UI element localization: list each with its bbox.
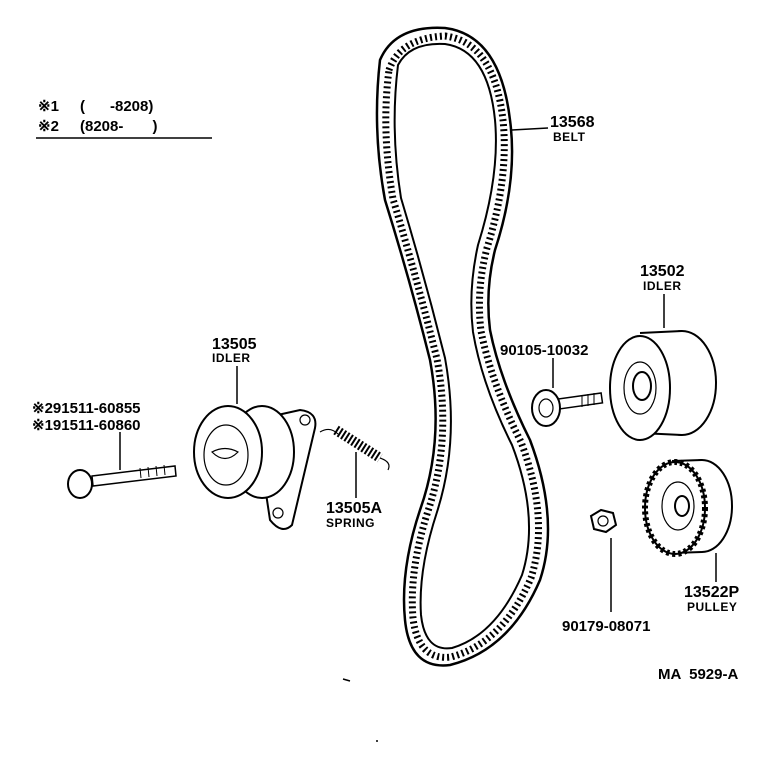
diagram-code: MA 5929-A xyxy=(658,666,738,683)
idler-right-part-number: 13502 xyxy=(640,263,685,280)
legend-row2-mark: ※2 xyxy=(38,118,59,135)
bolt-left-part-number-b: ※191511-60860 xyxy=(32,417,141,434)
idler-right xyxy=(609,330,717,441)
bolt-left xyxy=(67,464,177,499)
bolt-right-part-number: 90105-10032 xyxy=(500,342,588,359)
legend: ※1 ( -8208) ※2 (8208- ) xyxy=(36,98,212,139)
spring xyxy=(319,425,390,471)
nut xyxy=(589,508,618,534)
idler-left xyxy=(193,405,317,530)
belt-part-number: 13568 xyxy=(550,114,595,131)
legend-row1-range: ( -8208) xyxy=(80,98,153,115)
legend-row2-range: (8208- ) xyxy=(80,118,158,135)
belt-part-name: BELT xyxy=(553,130,586,144)
bolt-right xyxy=(531,389,604,427)
spring-part-name: SPRING xyxy=(326,516,375,530)
spring-part-number: 13505A xyxy=(326,500,382,517)
legend-row1-mark: ※1 xyxy=(38,98,59,115)
nut-part-number: 90179-08071 xyxy=(562,618,650,635)
pulley-part-name: PULLEY xyxy=(687,600,737,614)
bolt-left-part-number-a: ※291511-60855 xyxy=(32,400,141,417)
pulley xyxy=(642,459,733,557)
idler-left-part-name: IDLER xyxy=(212,351,251,365)
belt-leader-line xyxy=(511,127,549,131)
pulley-part-number: 13522P xyxy=(684,584,739,601)
stray-dot xyxy=(376,740,378,742)
stray-mark xyxy=(342,678,351,682)
idler-right-part-name: IDLER xyxy=(643,279,682,293)
idler-left-part-number: 13505 xyxy=(212,336,257,353)
belt xyxy=(375,26,550,667)
